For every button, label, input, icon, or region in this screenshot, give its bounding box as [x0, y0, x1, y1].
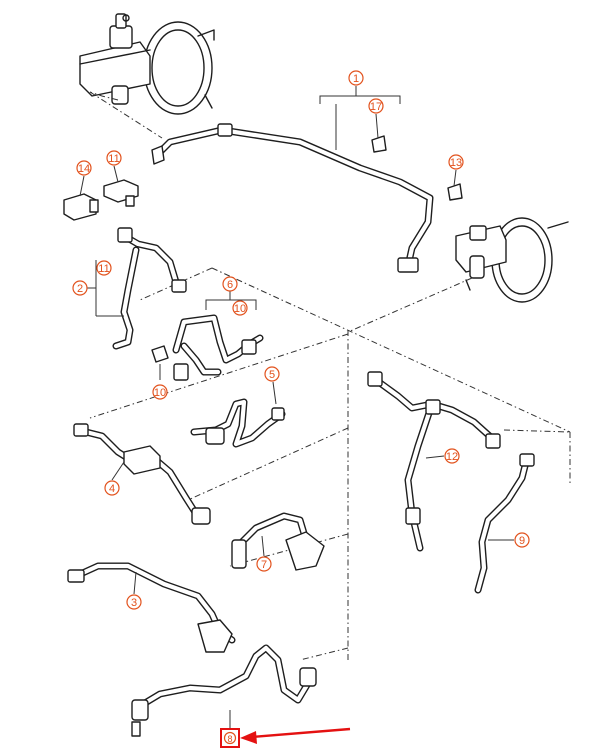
callout-12[interactable]: 12 [444, 448, 460, 464]
callout-10-upper-label: 10 [234, 303, 246, 315]
highlight-arrow [251, 727, 351, 739]
callout-17[interactable]: 17 [368, 98, 384, 114]
callout-11-top-label: 11 [108, 153, 119, 165]
callout-10-upper[interactable]: 10 [232, 300, 248, 316]
vacuum-hose-12 [367, 371, 501, 552]
clip-17 [371, 135, 387, 153]
callout-7[interactable]: 7 [256, 556, 272, 572]
callout-11-mid[interactable]: 11 [96, 260, 112, 276]
callout-3[interactable]: 3 [126, 594, 142, 610]
leader-lines [79, 86, 514, 730]
callout-9-label: 9 [519, 535, 525, 547]
callout-1-label: 1 [353, 73, 359, 85]
check-valve-10 [151, 345, 169, 363]
callout-4[interactable]: 4 [104, 480, 120, 496]
callout-17-label: 17 [370, 101, 382, 113]
brake-servo-top [79, 13, 215, 115]
callout-5-label: 5 [269, 369, 275, 381]
clip-13 [447, 183, 463, 201]
reference-lines [89, 91, 571, 661]
callout-14[interactable]: 14 [76, 160, 92, 176]
callout-6[interactable]: 6 [222, 276, 238, 292]
callout-8-label: 8 [227, 734, 232, 744]
highlight-box [220, 728, 240, 748]
callout-14-label: 14 [78, 163, 90, 175]
callout-12-label: 12 [446, 451, 458, 463]
highlight-arrowhead [240, 731, 257, 744]
vacuum-hose-6 [172, 314, 264, 381]
callout-11-mid-label: 11 [98, 263, 109, 275]
callout-8[interactable]: 8 [223, 731, 237, 745]
callout-5[interactable]: 5 [264, 366, 280, 382]
vacuum-hose-4 [73, 423, 211, 525]
callout-13[interactable]: 13 [448, 154, 464, 170]
callout-10-lower[interactable]: 10 [152, 384, 168, 400]
vacuum-hose-2 [112, 227, 187, 350]
callout-11-top[interactable]: 11 [106, 150, 122, 166]
vacuum-hose-8 [131, 644, 317, 737]
sensor-14 [63, 193, 99, 221]
vacuum-hose-7 [231, 512, 325, 571]
callout-10-lower-label: 10 [154, 387, 166, 399]
callout-13-label: 13 [450, 157, 462, 169]
callout-3-label: 3 [131, 597, 137, 609]
vacuum-hose-5 [190, 398, 286, 448]
callout-4-label: 4 [109, 483, 115, 495]
brake-servo-right [455, 217, 569, 303]
callout-2-label: 2 [77, 283, 83, 295]
callout-2[interactable]: 2 [72, 280, 88, 296]
callout-6-label: 6 [227, 279, 233, 291]
vacuum-hose-9 [474, 453, 535, 594]
highlight-annotation [220, 727, 351, 748]
callout-7-label: 7 [261, 559, 267, 571]
sensor-11 [103, 179, 139, 207]
callout-1[interactable]: 1 [348, 70, 364, 86]
vacuum-hose-3 [67, 562, 236, 653]
vacuum-hose-1 [151, 123, 434, 273]
callout-9[interactable]: 9 [514, 532, 530, 548]
